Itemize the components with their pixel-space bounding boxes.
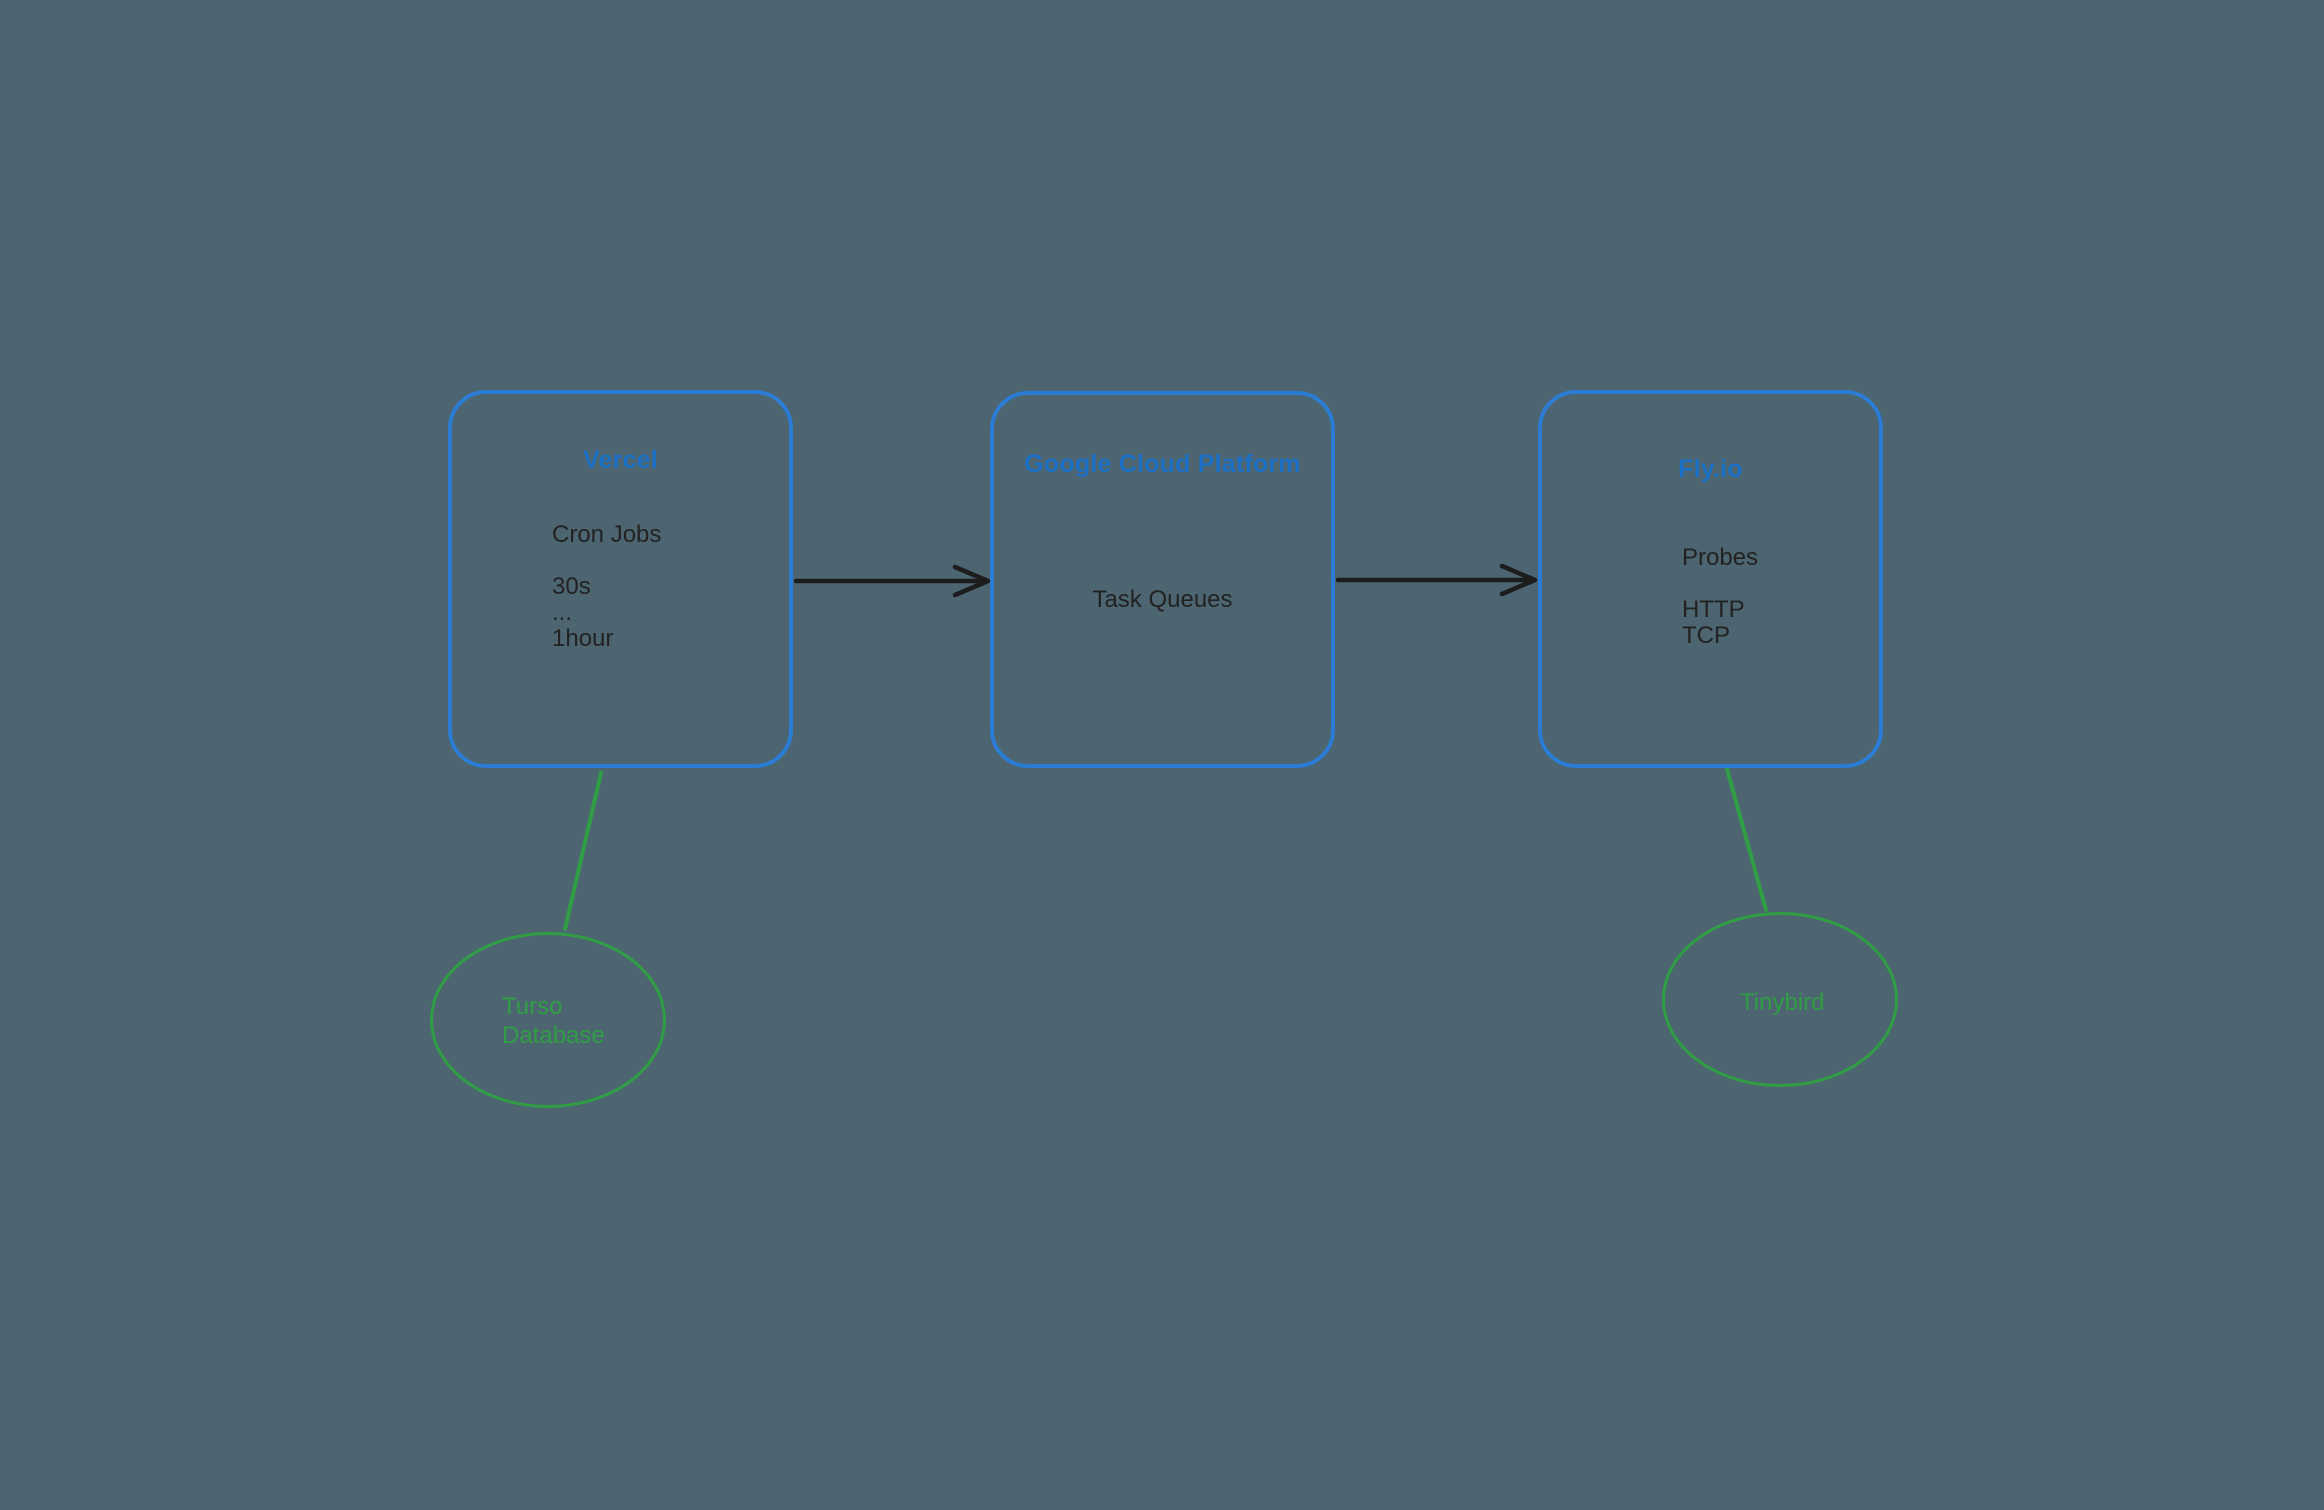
database-tinybird-label: Tinybird xyxy=(1740,989,1825,1016)
body-line: Task Queues xyxy=(1092,586,1233,613)
arrowhead-gcp-to-flyio-icon xyxy=(1499,563,1538,597)
connector-vercel-to-turso xyxy=(563,771,603,931)
connector-flyio-to-tinybird xyxy=(1725,767,1768,912)
node-vercel: Vercel Cron Jobs 30s ... 1hour xyxy=(448,390,793,768)
body-line: TCP xyxy=(1682,622,1730,649)
body-line: 1hour xyxy=(552,625,614,652)
body-line: Probes xyxy=(1682,544,1759,571)
node-gcp-title: Google Cloud Platform xyxy=(1024,450,1301,478)
node-vercel-title: Vercel xyxy=(583,446,658,474)
node-flyio: Fly.io Probes HTTP TCP xyxy=(1538,390,1883,768)
database-tinybird-ellipse xyxy=(1662,912,1898,1087)
arrowhead-vercel-to-gcp-icon xyxy=(952,564,991,598)
node-flyio-body: Probes HTTP TCP xyxy=(1682,545,1758,649)
node-flyio-title: Fly.io xyxy=(1678,455,1743,483)
body-line: HTTP xyxy=(1682,596,1745,623)
body-line: Cron Jobs xyxy=(552,521,662,548)
node-google-cloud-platform: Google Cloud Platform Task Queues xyxy=(990,391,1335,768)
node-gcp-body: Task Queues xyxy=(994,587,1331,613)
database-turso-ellipse xyxy=(430,932,666,1108)
body-line: 30s xyxy=(552,573,591,600)
node-vercel-body: Cron Jobs 30s ... 1hour xyxy=(552,522,661,652)
body-line: ... xyxy=(552,599,573,626)
database-turso-label: Turso Database xyxy=(502,993,605,1049)
